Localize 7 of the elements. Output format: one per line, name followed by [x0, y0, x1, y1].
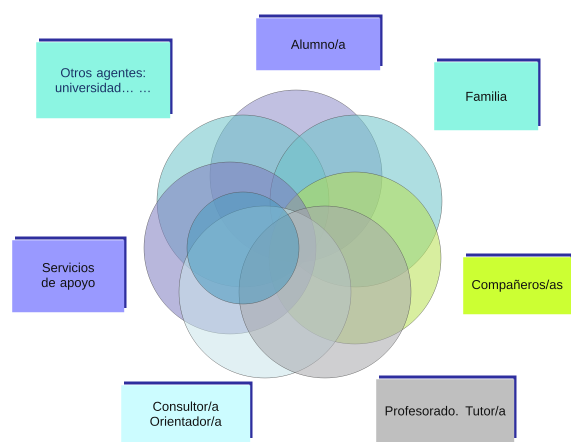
- text-box: Servicios de apoyo: [12, 236, 126, 312]
- text-box: Otros agentes: universidad… …: [36, 38, 172, 118]
- text-box: Compañeros/as: [463, 254, 571, 314]
- text-box: Alumno/a: [256, 14, 382, 70]
- text-box: Familia: [434, 58, 540, 130]
- text-box: Consultor/a Orientador/a: [121, 382, 252, 442]
- text-box: Profesorado. Tutor/a: [376, 376, 516, 442]
